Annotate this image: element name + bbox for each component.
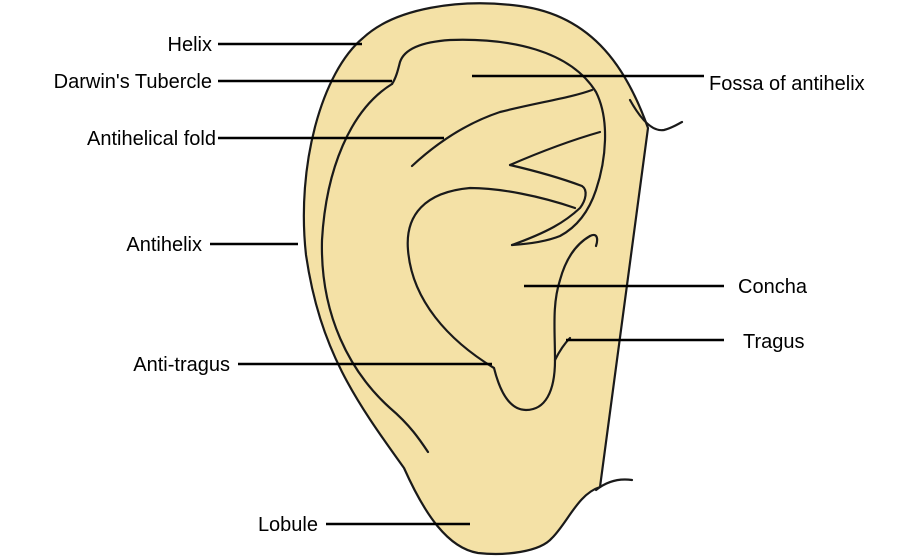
fossa-of-antihelix-label: Fossa of antihelix (709, 73, 865, 95)
antihelical-fold-label: Antihelical fold (87, 128, 216, 150)
tragus-label: Tragus (743, 331, 805, 353)
concha-label: Concha (738, 276, 808, 298)
anti-tragus-label: Anti-tragus (133, 354, 230, 376)
helix-label: Helix (168, 34, 212, 56)
lobule-label: Lobule (258, 514, 318, 536)
antihelix-label: Antihelix (126, 234, 202, 256)
ear-outline (304, 3, 648, 554)
darwins-tubercle-label: Darwin's Tubercle (54, 71, 212, 93)
